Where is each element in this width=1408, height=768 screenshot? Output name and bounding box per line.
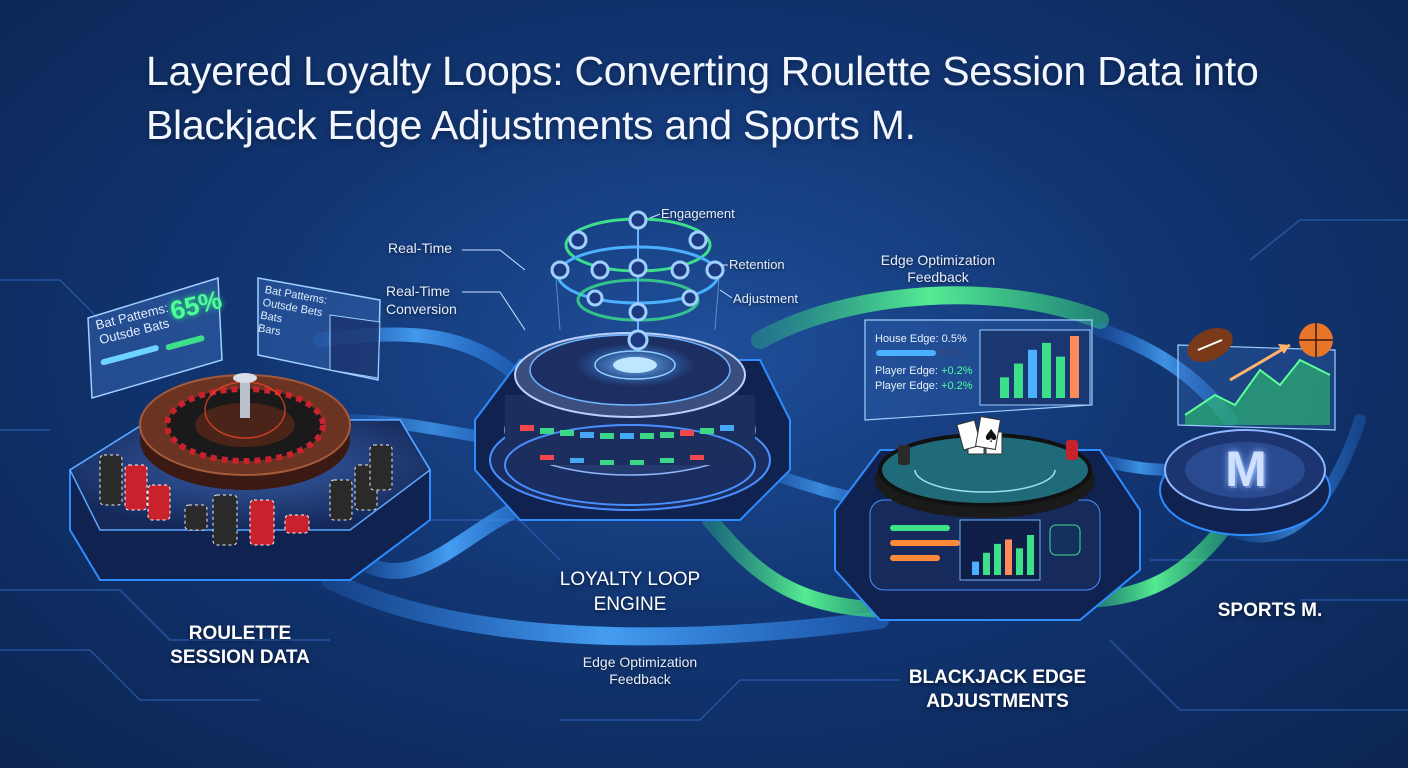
blackjack-mini-bar-4 bbox=[1005, 539, 1012, 575]
label-retention: Retention bbox=[729, 257, 785, 272]
feedback-bottom-line1: Edge Optimization bbox=[582, 654, 698, 670]
feedback-label-bottom: Edge Optimization Feedback bbox=[570, 654, 710, 688]
blackjack-bar-chart bbox=[1000, 336, 1079, 398]
engine-label: LOYALTY LOOP ENGINE bbox=[535, 567, 725, 617]
engine-label-line1: LOYALTY LOOP bbox=[559, 569, 701, 590]
sports-m-emblem: M bbox=[1225, 441, 1267, 497]
roulette-platform bbox=[69, 373, 431, 581]
label-conversion: Conversion bbox=[386, 301, 457, 317]
feedback-bottom-line2: Feedback bbox=[609, 671, 671, 687]
blackjack-mini-bar-3 bbox=[994, 543, 1001, 575]
blackjack-bar-6 bbox=[1070, 336, 1079, 398]
label-real-time: Real-Time bbox=[388, 240, 453, 256]
feedback-label-top: Edge Optimization Feedback bbox=[868, 252, 1008, 286]
blackjack-bar-1 bbox=[1000, 377, 1009, 398]
feedback-top-line2: Feedback bbox=[907, 269, 969, 285]
engine-platform bbox=[474, 332, 791, 521]
feedback-top-line1: Edge Optimization bbox=[880, 252, 996, 268]
blackjack-bar-5 bbox=[1056, 356, 1065, 398]
blackjack-mini-bars bbox=[972, 535, 1034, 575]
engine-leader-lines bbox=[462, 213, 733, 331]
page-title: Layered Loyalty Loops: Converting Roulet… bbox=[146, 48, 1259, 148]
roulette-back-panel-text: Bat Pattems: Outsde Bets Bats Bars bbox=[257, 284, 328, 346]
blackjack-label-line1: BLACKJACK EDGE bbox=[908, 667, 1087, 688]
roulette-hologram-panel bbox=[87, 276, 381, 399]
sports-hologram bbox=[1177, 323, 1336, 431]
engine-hologram bbox=[550, 210, 725, 351]
blackjack-mini-bar-2 bbox=[983, 552, 990, 575]
roulette-label-line2: SESSION DATA bbox=[170, 647, 310, 668]
label-real-time-conversion: Real-Time Conversion bbox=[386, 282, 457, 318]
blackjack-label-line2: ADJUSTMENTS bbox=[926, 691, 1069, 712]
sports-label: SPORTS M. bbox=[1217, 600, 1323, 621]
player-edge-row-1: Player Edge: +0.2% bbox=[875, 365, 973, 377]
roulette-label-line1: ROULETTE bbox=[188, 623, 292, 644]
blackjack-label: BLACKJACK EDGE ADJUSTMENTS bbox=[880, 666, 1115, 714]
blackjack-platform: ♠ bbox=[834, 415, 1141, 621]
player-edge-label-1: Player Edge: bbox=[875, 365, 938, 377]
player-edge-value-2: +0.2% bbox=[941, 380, 973, 392]
blackjack-bar-2 bbox=[1014, 363, 1023, 398]
blackjack-mini-bar-1 bbox=[972, 561, 979, 575]
casino-chips bbox=[99, 444, 393, 546]
blackjack-bar-3 bbox=[1028, 349, 1037, 398]
blackjack-bar-4 bbox=[1042, 342, 1051, 398]
blackjack-mini-bar-6 bbox=[1027, 535, 1034, 575]
label-adjustment: Adjustment bbox=[733, 291, 799, 306]
label-real-time-2: Real-Time bbox=[386, 283, 451, 299]
house-edge-label: House Edge: 0.5% bbox=[875, 333, 967, 345]
sports-platform bbox=[1159, 429, 1331, 536]
roulette-label: ROULETTE SESSION DATA bbox=[150, 622, 330, 670]
label-engagement: Engagement bbox=[661, 206, 735, 221]
player-edge-value-1: +0.2% bbox=[941, 365, 973, 377]
engine-led-row bbox=[520, 425, 734, 465]
engine-label-line2: ENGINE bbox=[593, 594, 667, 615]
blackjack-mini-bar-5 bbox=[1016, 548, 1023, 575]
svg-text:♠: ♠ bbox=[983, 426, 999, 447]
player-edge-label-2: Player Edge: bbox=[875, 380, 938, 392]
player-edge-row-2: Player Edge: +0.2% bbox=[875, 380, 973, 392]
